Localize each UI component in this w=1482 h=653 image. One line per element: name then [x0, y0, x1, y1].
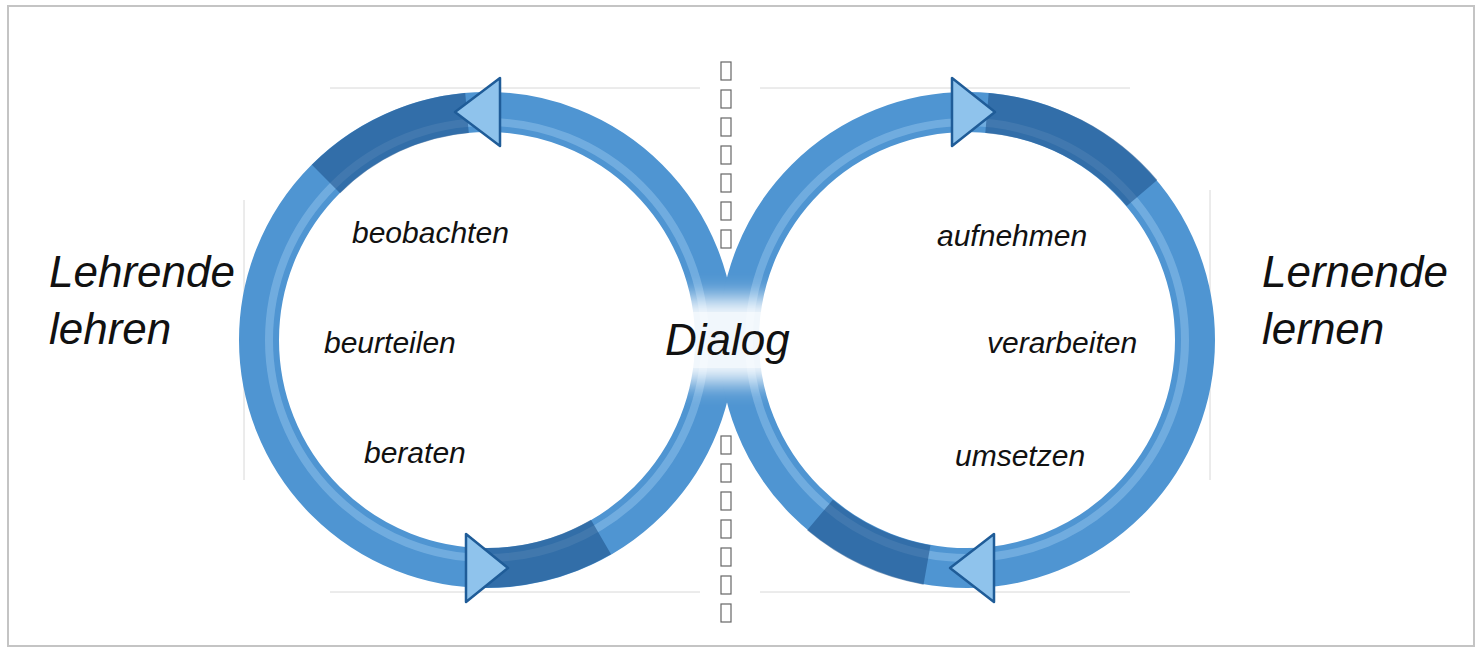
center-label: Dialog	[655, 312, 800, 368]
activity-label: umsetzen	[955, 439, 1085, 472]
right-loop	[739, 112, 1195, 568]
left-loop	[259, 112, 715, 568]
loop-highlight	[269, 122, 705, 558]
flow-arrowheads	[455, 78, 995, 602]
activity-label: beraten	[364, 436, 466, 469]
loop-region: Lehrende lehren beobachten beurteilen berat…	[30, 60, 719, 620]
activity-label: beobachten	[352, 216, 509, 249]
activity-label: verarbeiten	[987, 326, 1137, 359]
role-heading: Lehrende lehren	[49, 243, 235, 357]
activity-label: aufnehmen	[937, 219, 1087, 252]
loop-region: Lernende lernen aufnehmen verarbeiten umset…	[735, 60, 1470, 620]
frame	[8, 6, 1474, 646]
activity-label: beurteilen	[324, 326, 456, 359]
guide-lines	[244, 88, 1210, 592]
role-heading: Lernende lernen	[1262, 243, 1448, 357]
